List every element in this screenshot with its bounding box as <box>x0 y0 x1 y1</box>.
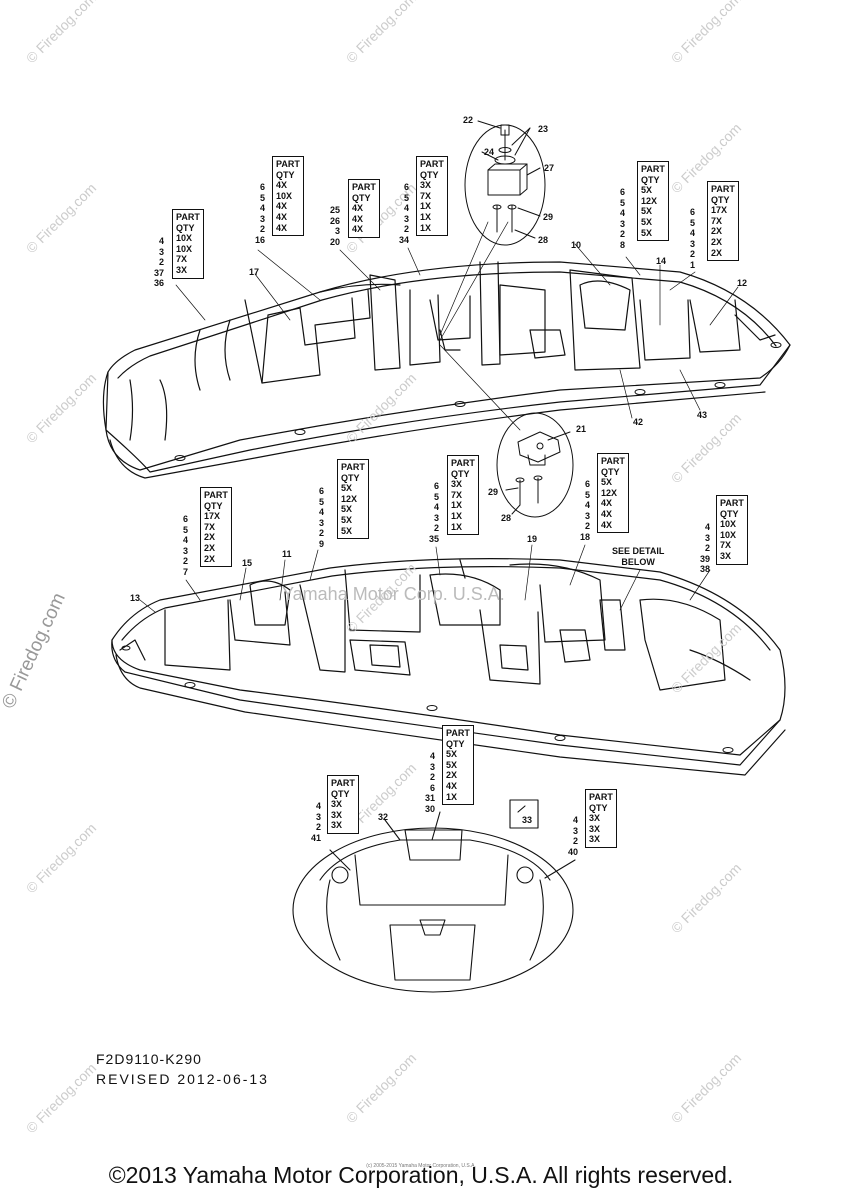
ref-numbers: 6 5 4 3 2 16 <box>255 182 266 245</box>
callout-number: 19 <box>527 534 538 544</box>
footer-copyright: ©2013 Yamaha Motor Corporation, U.S.A. A… <box>108 1162 734 1188</box>
ref-numbers: 4 3 2 40 <box>568 815 579 857</box>
bottom-detail-part <box>292 799 576 993</box>
callout-number: 23 <box>538 124 549 134</box>
callout-number: 13 <box>130 593 141 603</box>
callout-number: 24 <box>484 147 495 157</box>
watermark-center: Yamaha Motor Corp. U.S.A. <box>282 584 505 604</box>
callout-number: 11 <box>282 549 292 559</box>
detail-circle-middle <box>496 412 574 518</box>
revision-date: REVISED 2012-06-13 <box>96 1071 269 1087</box>
callout-number: 21 <box>576 424 587 434</box>
callout-number: 33 <box>522 815 533 825</box>
callout-number: 28 <box>501 513 512 523</box>
ref-numbers: 6 5 4 3 2 18 <box>580 479 591 542</box>
callout-number: 28 <box>538 235 549 245</box>
callout-number: 42 <box>633 417 644 427</box>
ref-numbers: 6 5 4 3 2 8 <box>620 187 626 250</box>
diagram-code: F2D9110-K290 <box>96 1051 202 1067</box>
lower-hull-part <box>111 558 786 776</box>
upper-leader-lines <box>175 221 739 431</box>
callout-number: 10 <box>571 240 582 250</box>
upper-hull-part <box>102 261 791 479</box>
callout-number: 32 <box>378 812 389 822</box>
detail-circle-top <box>464 120 546 246</box>
callout-number: 27 <box>544 163 555 173</box>
callout-number: 29 <box>488 487 499 497</box>
upper-hull-holes <box>174 342 782 461</box>
ref-numbers: 6 5 4 3 2 35 <box>429 481 440 544</box>
ref-numbers: 6 5 4 3 2 34 <box>399 182 410 245</box>
callout-number: 14 <box>656 256 667 266</box>
lower-leader-lines <box>139 544 711 613</box>
callout-number: 22 <box>463 115 474 125</box>
ref-numbers: 4 3 2 6 31 30 <box>425 751 436 814</box>
footer-small-text: (c) 2005-2015 Yamaha Motor Corporation, … <box>366 1163 476 1169</box>
callout-number: 12 <box>737 278 748 288</box>
ref-numbers: 4 3 2 39 38 <box>700 522 711 575</box>
ref-numbers: 6 5 4 3 2 7 <box>183 514 189 577</box>
ref-numbers: 4 3 2 37 36 <box>154 236 165 289</box>
see-detail-note: SEE DETAIL BELOW <box>612 546 665 567</box>
callout-number: 29 <box>543 212 554 222</box>
ref-numbers: 6 5 4 3 2 1 <box>690 207 696 270</box>
ref-numbers: 25 26 3 20 <box>330 205 341 247</box>
callout-number: 43 <box>697 410 708 420</box>
ref-numbers: 6 5 4 3 2 9 <box>319 486 325 549</box>
lower-hull-holes <box>121 645 734 753</box>
ref-numbers: 4 3 2 41 <box>311 801 322 843</box>
callout-number: 17 <box>249 267 260 277</box>
callout-number: 15 <box>242 558 253 568</box>
